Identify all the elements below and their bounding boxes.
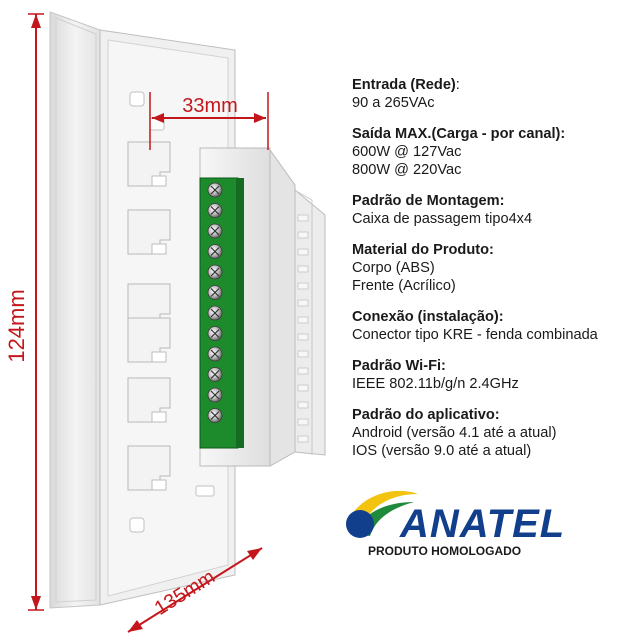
anatel-subtitle: PRODUTO HOMOLOGADO [368, 544, 522, 558]
terminal-screw-icon [207, 387, 223, 403]
height-label: 124mm [4, 289, 29, 362]
side-rib [297, 350, 309, 358]
spec-value: IEEE 802.11b/g/n 2.4GHz [352, 376, 519, 392]
side-rib [297, 282, 309, 290]
side-rib [297, 333, 309, 341]
clip-tabs [127, 141, 171, 491]
height-dimension: 124mm [4, 13, 44, 611]
spec-value: IOS (versão 9.0 até a atual) [352, 443, 532, 459]
terminal-screw-icon [207, 367, 223, 382]
terminal-screw-icon [207, 408, 223, 423]
spec-title: Padrão de Montagem: [352, 193, 505, 209]
spec-title: Entrada (Rede) [352, 77, 456, 93]
spec-value: Conector tipo KRE - fenda combinada [352, 327, 598, 343]
terminal-screw-icon [207, 305, 223, 321]
side-rib [297, 435, 309, 443]
spec-value: Corpo (ABS) [352, 260, 435, 276]
terminal-screw-icon [207, 264, 223, 280]
clip-tab [127, 141, 171, 187]
terminal-screw-icon [207, 244, 223, 259]
terminal-screw-icon [207, 326, 223, 341]
depth-dimension: 33mm [149, 92, 269, 150]
mount-hole [129, 91, 145, 107]
terminal-screw-icon [207, 285, 223, 300]
anatel-brand: ANATEL [400, 502, 566, 546]
spec-title: Padrão do aplicativo: [352, 407, 500, 423]
terminal-screw-icon [207, 223, 223, 239]
side-rib [297, 384, 309, 392]
spec-value: Caixa de passagem tipo4x4 [352, 211, 533, 227]
spec-list: Entrada (Rede): 90 a 265VAc Saída MAX.(C… [352, 76, 637, 473]
side-rib [297, 316, 309, 324]
terminal-screw-icon [207, 346, 223, 362]
spec-value: Android (versão 4.1 até a atual) [352, 425, 557, 441]
side-ribs [297, 214, 309, 443]
spec-title: Material do Produto: [352, 242, 494, 258]
side-rib [297, 401, 309, 409]
side-rib [297, 367, 309, 375]
spec-title: Saída MAX.(Carga - por canal): [352, 126, 566, 142]
spec-title: Padrão Wi-Fi: [352, 358, 446, 374]
clip-tab [127, 209, 171, 255]
spec-value: 800W @ 220Vac [352, 162, 462, 178]
clip-tab [127, 445, 171, 491]
terminal-screw-icon [207, 182, 223, 198]
anatel-logo-icon [346, 490, 418, 538]
terminal-screw-icon [207, 203, 223, 218]
side-rib [297, 299, 309, 307]
side-rib [297, 248, 309, 256]
spec-mounting: Padrão de Montagem: Caixa de passagem ti… [352, 192, 637, 228]
spec-app: Padrão do aplicativo: Android (versão 4.… [352, 406, 637, 460]
side-rib [297, 418, 309, 426]
terminal-block [199, 177, 244, 449]
side-rib [297, 265, 309, 273]
spec-value: 600W @ 127Vac [352, 144, 462, 160]
side-rib [297, 231, 309, 239]
side-rib [297, 214, 309, 222]
spec-connection: Conexão (instalação): Conector tipo KRE … [352, 308, 637, 344]
terminal-screws [207, 182, 223, 423]
anatel-badge: ANATEL PRODUTO HOMOLOGADO [340, 484, 570, 564]
spec-material: Material do Produto: Corpo (ABS) Frente … [352, 241, 637, 295]
spec-value: 90 a 265VAc [352, 95, 435, 111]
spec-max-output: Saída MAX.(Carga - por canal): 600W @ 12… [352, 125, 637, 179]
mount-slot [195, 485, 215, 497]
spec-title: Conexão (instalação): [352, 309, 504, 325]
spec-value: Frente (Acrílico) [352, 278, 456, 294]
clip-tab [127, 377, 171, 423]
front-panel [49, 11, 101, 609]
spec-wifi: Padrão Wi-Fi: IEEE 802.11b/g/n 2.4GHz [352, 357, 637, 393]
depth-label: 33mm [182, 95, 238, 117]
mount-hole [129, 517, 145, 533]
spec-input: Entrada (Rede): 90 a 265VAc [352, 76, 637, 112]
clip-tab [127, 317, 171, 363]
